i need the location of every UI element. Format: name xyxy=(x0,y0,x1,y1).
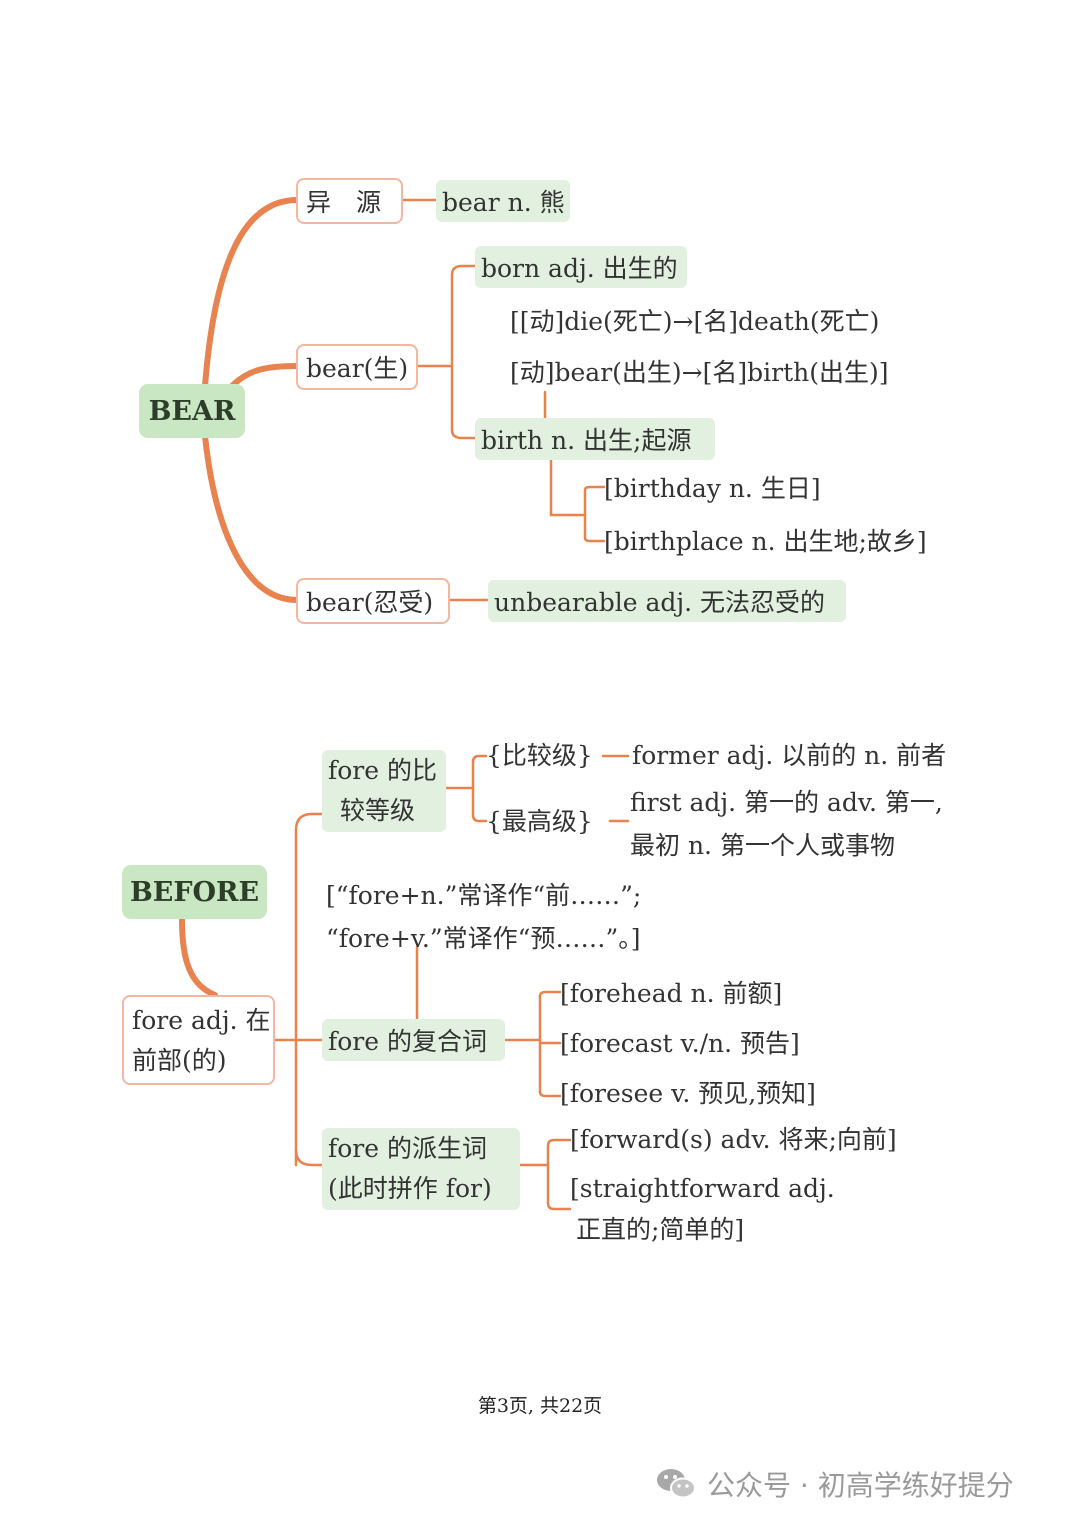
fore-adj-box: fore adj. 在 前部(的) xyxy=(122,995,275,1085)
superlative-label: {最高级} xyxy=(486,807,593,836)
bear-branch-rensho: bear(忍受) xyxy=(296,578,450,624)
birth-node: birth n. 出生;起源 xyxy=(475,418,715,460)
foresee-item: [foresee v. 预见,预知] xyxy=(560,1079,816,1108)
watermark: 公众号 · 初高学练好提分 xyxy=(655,1462,1014,1506)
comparison-line2: 较等级 xyxy=(340,796,416,825)
before-root: BEFORE xyxy=(122,865,267,919)
fore-adj-line1: fore adj. 在 xyxy=(132,1006,271,1035)
bear-branch-yiyuan: 异 源 xyxy=(296,178,403,224)
former-item: former adj. 以前的 n. 前者 xyxy=(632,741,947,770)
born-node: born adj. 出生的 xyxy=(475,246,687,288)
forward-item: [forward(s) adv. 将来;向前] xyxy=(570,1125,897,1154)
forecast-item: [forecast v./n. 预告] xyxy=(560,1029,800,1058)
comparison-line1: fore 的比 xyxy=(328,756,437,785)
first-item-line2: 最初 n. 第一个人或事物 xyxy=(630,831,895,860)
unbearable-node: unbearable adj. 无法忍受的 xyxy=(488,580,846,622)
first-item-line1: first adj. 第一的 adv. 第一, xyxy=(630,788,943,817)
bear-birth-note: [动]bear(出生)→[名]birth(出生)] xyxy=(510,358,889,387)
birthday-item: [birthday n. 生日] xyxy=(604,474,821,503)
comparative-label: {比较级} xyxy=(486,741,593,770)
comparison-node: fore 的比 较等级 xyxy=(322,750,446,832)
bear-noun-node: bear n. 熊 xyxy=(436,180,570,222)
fore-adj-line2: 前部(的) xyxy=(132,1046,227,1075)
straightforward-item-line1: [straightforward adj. xyxy=(570,1174,835,1203)
bear-root: BEAR xyxy=(139,384,245,438)
birthplace-item: [birthplace n. 出生地;故乡] xyxy=(604,527,927,556)
page-number: 第3页, 共22页 xyxy=(477,1395,603,1417)
fore-note-line2: “fore+v.”常译作“预……”。] xyxy=(326,924,641,953)
derived-node: fore 的派生词 (此时拼作 for) xyxy=(322,1128,520,1210)
straightforward-item-line2: 正直的;简单的] xyxy=(576,1215,745,1244)
wechat-icon xyxy=(657,1469,696,1499)
fore-note-line1: [“fore+n.”常译作“前……”; xyxy=(326,881,642,910)
watermark-text: 公众号 · 初高学练好提分 xyxy=(707,1469,1014,1502)
derived-line2: (此时拼作 for) xyxy=(328,1174,492,1203)
forehead-item: [forehead n. 前额] xyxy=(560,979,783,1008)
die-death-note: [[动]die(死亡)→[名]death(死亡) xyxy=(510,307,880,336)
compound-node: fore 的复合词 xyxy=(322,1019,505,1061)
bear-branch-sheng: bear(生) xyxy=(296,344,418,390)
derived-line1: fore 的派生词 xyxy=(328,1134,487,1163)
